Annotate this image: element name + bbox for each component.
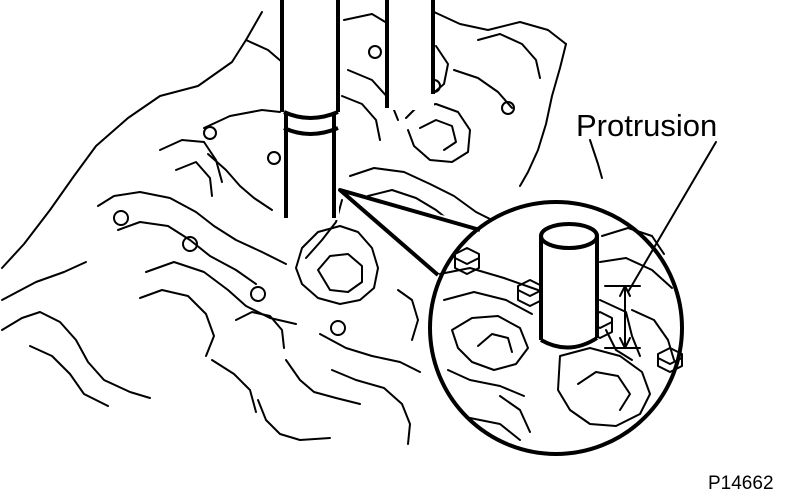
protrusion-dimension [604,285,641,349]
bolt-head [454,247,480,275]
magnified-detail-callout [338,188,684,456]
callout-leader-line [627,141,717,293]
driver-tool-left [280,0,340,220]
driver-tool-right [385,0,435,110]
protrusion-label: Protrusion [576,108,717,143]
valve-guide-bushing [539,222,599,350]
bolt-head [657,347,683,373]
figure-id: P14662 [708,473,774,494]
cylinder-head-casting [1,11,603,445]
